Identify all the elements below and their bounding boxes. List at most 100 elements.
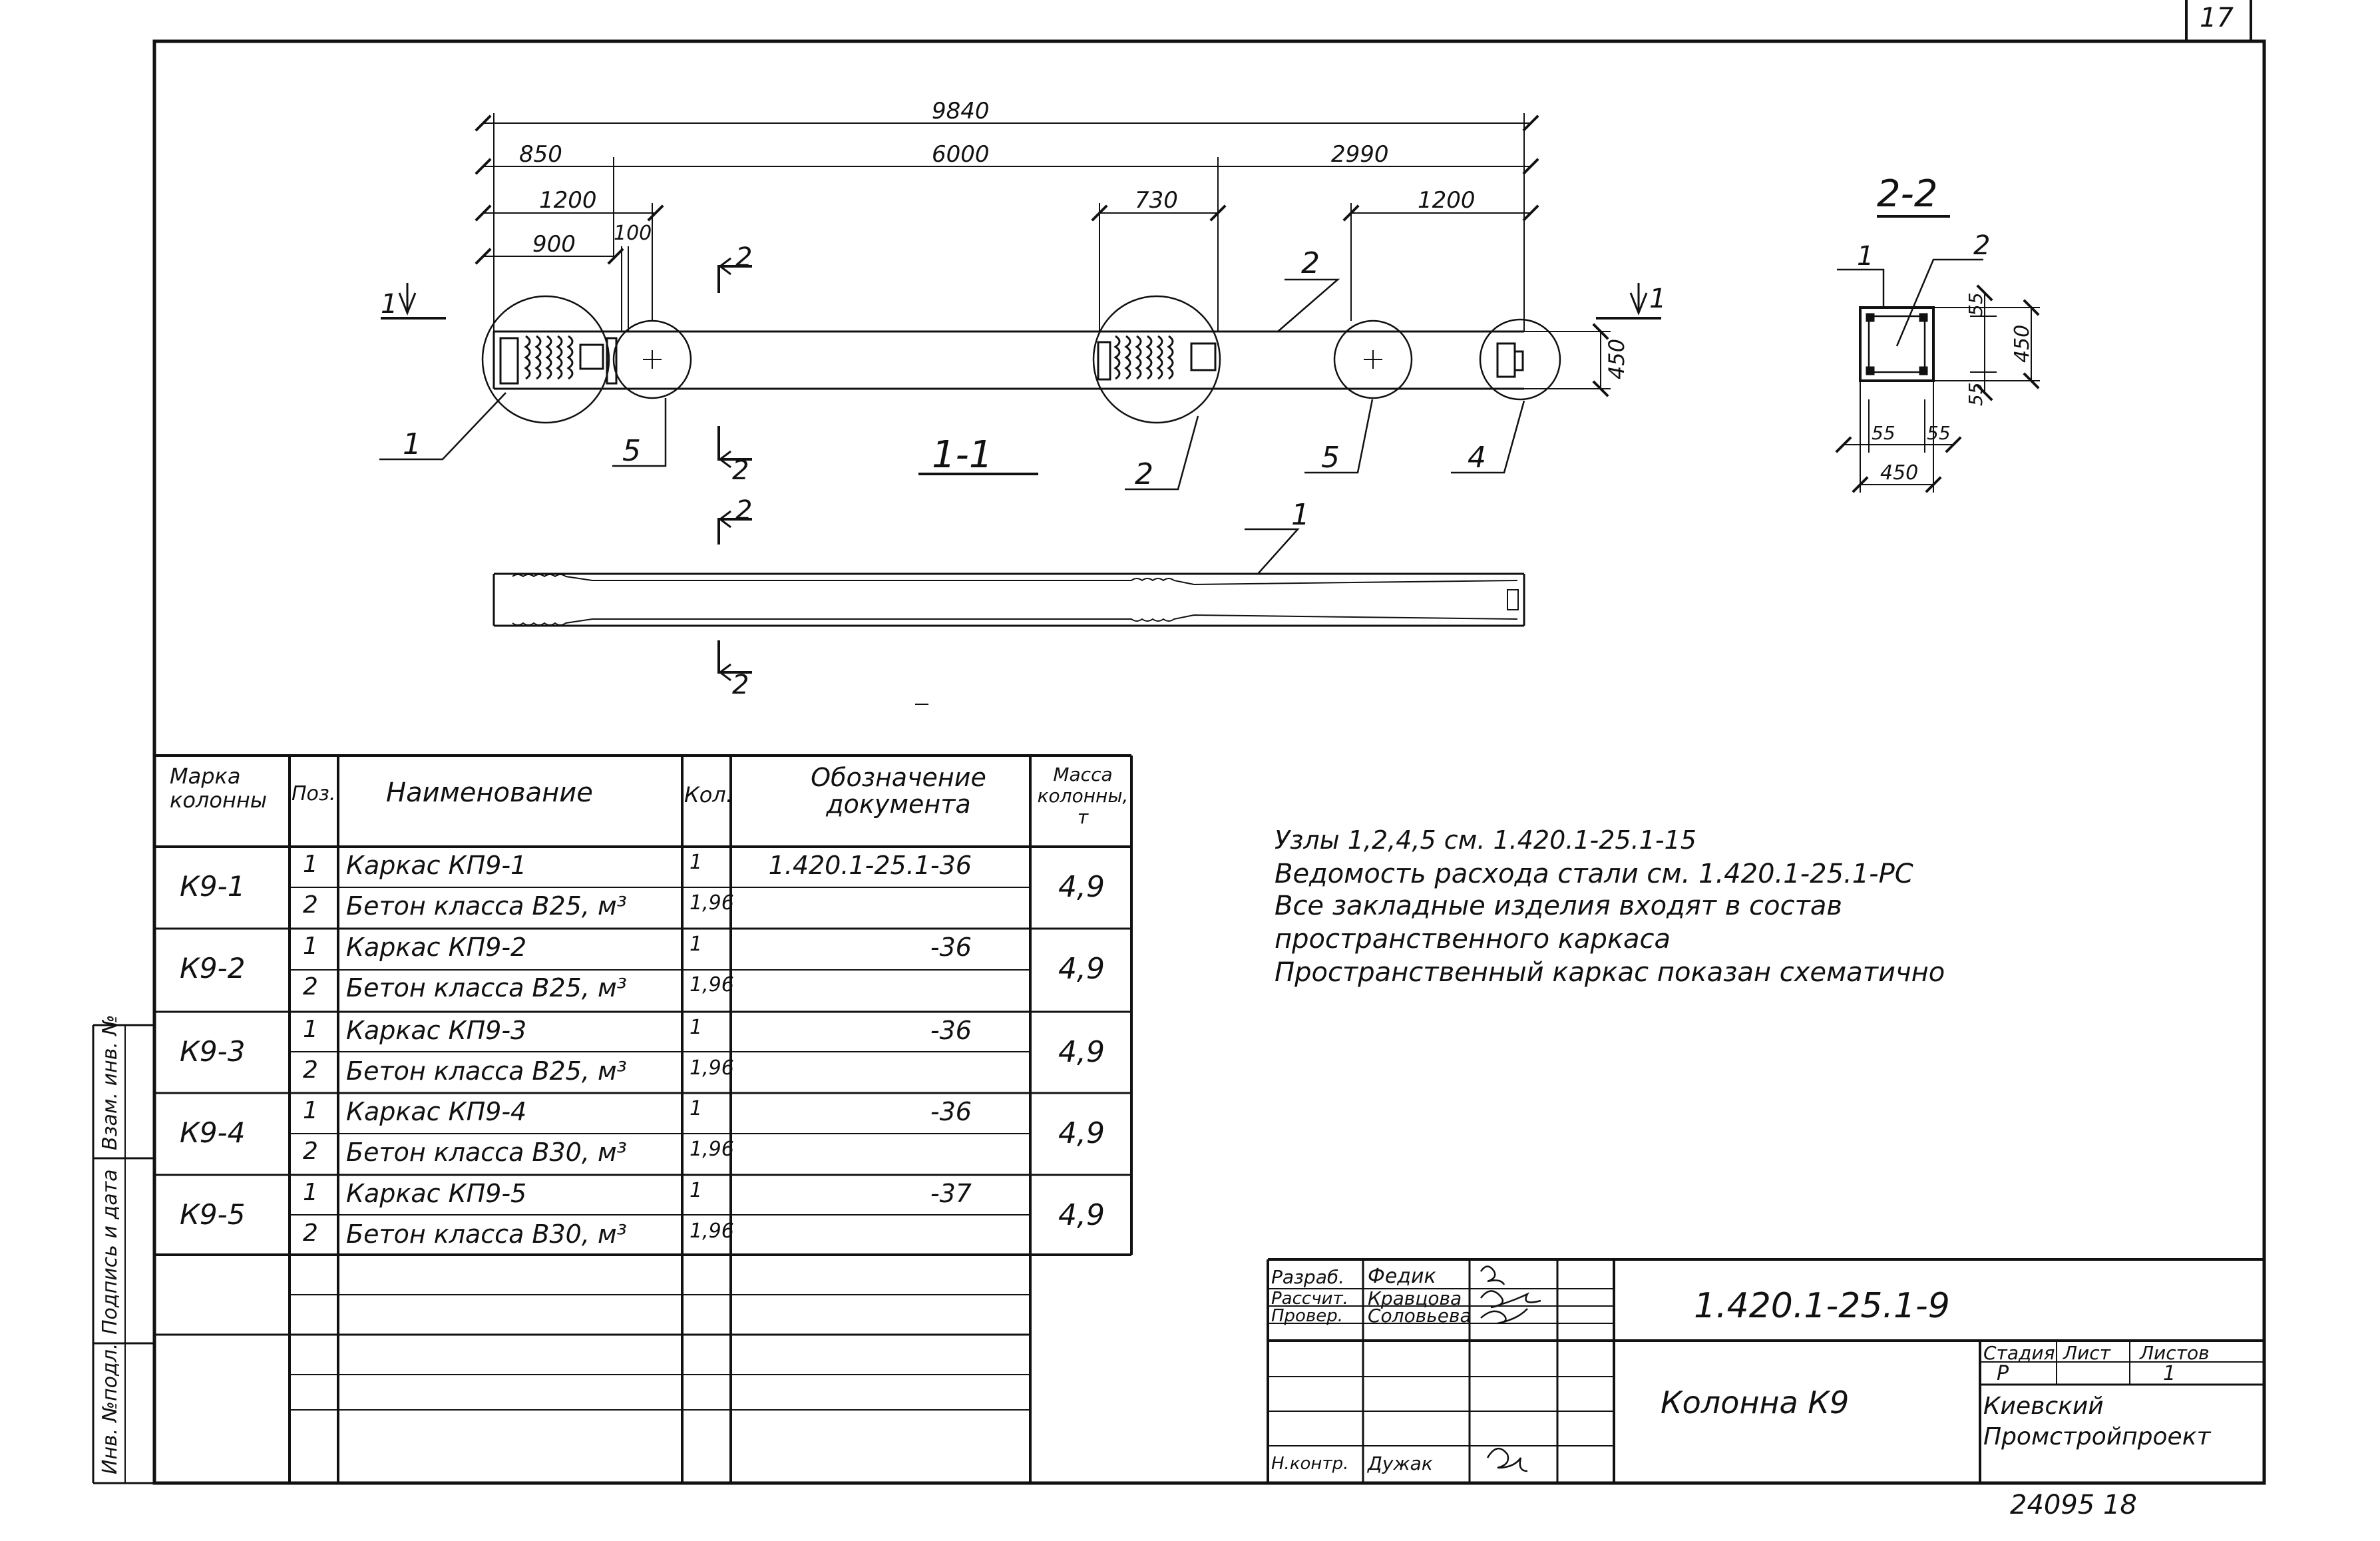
pos-1-bottom-label: 1 — [1291, 498, 1310, 532]
section-2-2-dim-55-a: 55 — [1965, 292, 1987, 316]
group-mark: К9-1 — [180, 870, 246, 903]
dim-1200-left: 1200 — [539, 187, 597, 214]
archive-number: 24095 18 — [2010, 1490, 2137, 1520]
row-pos: 2 — [303, 1056, 318, 1084]
header-doc: Обозначение документа — [811, 763, 986, 819]
dim-100: 100 — [614, 222, 652, 245]
row-qty: 1 — [690, 1097, 703, 1120]
section-mark-1-left: 1 — [381, 289, 397, 320]
note-line-2: Ведомость расхода стали см. 1.420.1-25.1… — [1275, 859, 1913, 889]
section-2-2-leader-2: 2 — [1973, 230, 1990, 261]
cut-2-bottom-b: 2 — [732, 670, 749, 700]
pos-2-top-label: 2 — [1301, 246, 1320, 280]
node-circle-5-right — [1333, 320, 1413, 399]
row-name: Бетон класса В25, м³ — [346, 891, 627, 921]
dim-2990: 2990 — [1331, 141, 1389, 168]
title-block-grid — [1267, 1258, 2264, 1483]
row-doc: -37 — [930, 1179, 972, 1208]
organization-line-2: Промстройпроект — [1983, 1423, 2211, 1450]
group-mass: 4,9 — [1058, 952, 1105, 986]
header-qty: Кол. — [684, 782, 733, 807]
row-pos: 2 — [303, 1138, 318, 1165]
stamp-sign-date: Подпись и дата — [99, 1169, 122, 1335]
pos-5-right-label: 5 — [1321, 441, 1340, 475]
row-qty: 1 — [690, 1016, 703, 1039]
stamp-inv-orig: Инв. №подл. — [99, 1343, 122, 1474]
dim-1200-right: 1200 — [1418, 187, 1476, 214]
sheet-frame — [152, 0, 2266, 1485]
row-qty: 1,96 — [690, 1138, 734, 1161]
row-pos: 1 — [303, 1016, 318, 1043]
left-flute-zone — [499, 335, 618, 385]
role-2: Провер. — [1271, 1306, 1344, 1326]
row-name: Каркас КП9-3 — [346, 1016, 527, 1045]
header-pos: Поз. — [292, 782, 336, 805]
sheet-number: 17 — [2200, 3, 2234, 33]
role-0: Разраб. — [1271, 1266, 1345, 1288]
stage-label: Стадия — [1983, 1342, 2055, 1364]
row-pos: 2 — [303, 891, 318, 919]
row-qty: 1 — [690, 851, 703, 874]
note-line-3: Все закладные изделия входят в состав — [1275, 891, 1842, 921]
row-pos: 1 — [303, 1097, 318, 1124]
node-circle-1 — [481, 295, 610, 424]
cut-2-top: 2 — [735, 242, 752, 273]
stamp-replace-inv: Взам. инв. № — [99, 1014, 122, 1150]
section-2-2-title: 2-2 — [1877, 172, 1937, 216]
row-name: Каркас КП9-1 — [346, 851, 527, 880]
dim-850: 850 — [519, 141, 562, 168]
row-doc: -36 — [930, 1097, 972, 1126]
row-name: Каркас КП9-4 — [346, 1097, 527, 1126]
row-name: Бетон класса В30, м³ — [346, 1138, 627, 1167]
section-2-2-dim-55-d: 55 — [1927, 422, 1951, 444]
row-name: Каркас КП9-5 — [346, 1179, 527, 1208]
section-2-2 — [1835, 215, 2040, 493]
group-mark: К9-2 — [180, 952, 246, 985]
view-title-1-1: 1-1 — [932, 433, 992, 477]
sheets-value: 1 — [2163, 1362, 2176, 1385]
row-qty: 1,96 — [690, 1219, 734, 1243]
group-mark: К9-5 — [180, 1198, 246, 1231]
role-name-1: Кравцова — [1368, 1287, 1462, 1309]
row-qty: 1,96 — [690, 1056, 734, 1080]
row-pos: 2 — [303, 973, 318, 1000]
cut-2-bottom: 2 — [732, 455, 749, 486]
row-name: Бетон класса В30, м³ — [346, 1219, 627, 1249]
cut-2-top-b: 2 — [735, 495, 752, 526]
row-doc: -36 — [930, 1016, 972, 1045]
pos-1-label: 1 — [403, 427, 421, 461]
row-qty: 1,96 — [690, 973, 734, 996]
role-6: Н.контр. — [1271, 1454, 1349, 1474]
middle-flute-zone — [1097, 335, 1217, 381]
column-elevation — [379, 113, 1661, 674]
row-doc: 1.420.1-25.1-36 — [768, 851, 972, 880]
note-line-4: пространственного каркаса — [1275, 924, 1671, 955]
section-mark-1-right: 1 — [1649, 284, 1666, 314]
row-pos: 1 — [303, 1179, 318, 1206]
section-2-2-leader-1: 1 — [1857, 241, 1874, 272]
group-mass: 4,9 — [1058, 1116, 1105, 1150]
dim-730: 730 — [1135, 187, 1178, 214]
pos-5-left-label: 5 — [622, 434, 641, 468]
header-name: Наименование — [386, 777, 593, 808]
node-circle-2 — [1092, 295, 1221, 424]
section-2-2-dim-450-v: 450 — [2011, 325, 2034, 363]
item-name: Колонна К9 — [1661, 1385, 1850, 1421]
spec-table-grid — [92, 754, 1133, 1484]
dim-450-height: 450 — [1604, 339, 1629, 379]
signatures — [1480, 1265, 1541, 1472]
group-mark: К9-4 — [180, 1116, 246, 1149]
row-name: Каркас КП9-2 — [346, 933, 527, 962]
row-pos: 1 — [303, 851, 318, 878]
role-name-2: Соловьева — [1368, 1305, 1472, 1327]
sheets-label: Листов — [2140, 1342, 2210, 1364]
row-qty: 1 — [690, 1179, 703, 1202]
organization-line-1: Киевский — [1983, 1393, 2104, 1420]
group-mass: 4,9 — [1058, 1035, 1105, 1069]
group-mark: К9-3 — [180, 1035, 246, 1068]
group-mass: 4,9 — [1058, 870, 1105, 904]
row-qty: 1,96 — [690, 891, 734, 915]
section-2-2-dim-450-h: 450 — [1880, 461, 1918, 485]
column-plan-view — [493, 528, 1525, 627]
row-pos: 1 — [303, 933, 318, 960]
